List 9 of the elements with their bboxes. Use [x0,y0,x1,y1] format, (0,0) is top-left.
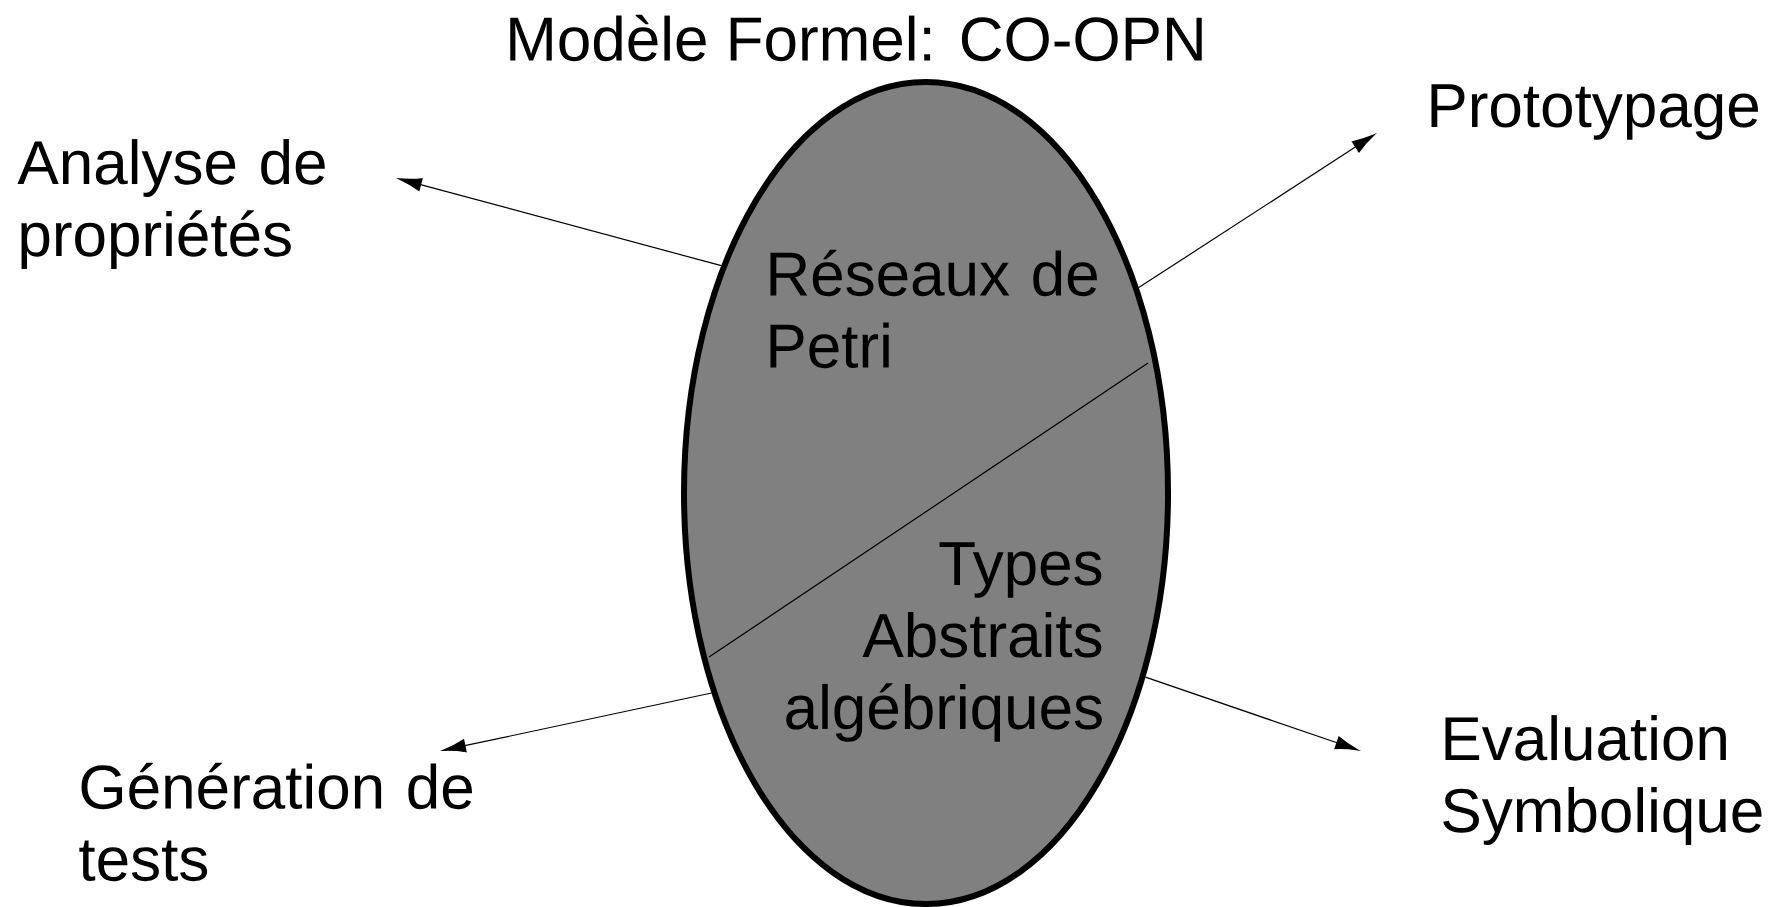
title: Modèle Formel: CO-OPN [510,14,1202,62]
arrow [398,178,722,267]
arrow [1138,134,1375,289]
arrow [1144,676,1359,751]
label-text: Evaluation Symbolique [1443,715,1762,845]
label-text: Génération de tests [79,762,472,882]
arrow [442,692,713,753]
label-text: Prototypage [1431,84,1758,140]
label-text: Analyse de propriétés [17,139,325,269]
